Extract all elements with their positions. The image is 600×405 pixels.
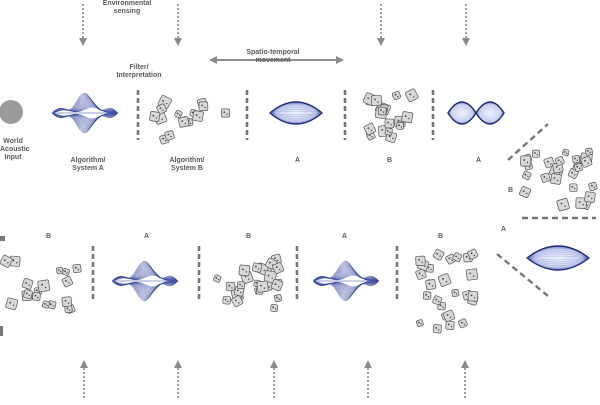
row2-tag-5: B [438,233,444,240]
branch-divider-up [507,123,549,161]
row2-tag-1: B [46,233,52,240]
dividers-layer [0,90,596,336]
pattern-b-cluster-branch [519,147,598,212]
branch-tag-b: B [508,187,514,194]
pattern-a-wave-3 [312,260,380,302]
arrows-layer [79,4,470,398]
row1-tag-a: A [295,157,301,164]
label-spatio-temporal-movement: Spatio-temporal movement [246,49,300,64]
row1-tag-b: B [387,157,393,164]
pattern-b-cluster-3 [0,254,82,314]
pattern-b-cluster-2 [362,88,419,143]
edge-mark-2 [0,326,3,336]
pattern-b-cluster-4 [213,253,285,312]
pattern-a-lens-1 [268,101,324,125]
pattern-b-cluster-1 [149,95,230,145]
edge-mark-1 [0,236,5,241]
pattern-a-wave-1 [51,92,119,134]
source-circle-icon [0,100,23,124]
pattern-b-cluster-5 [415,248,479,334]
pattern-a-double-lens-1 [447,101,505,125]
branch-tag-a: A [501,226,507,233]
row2-tag-2: A [144,233,150,240]
row2-tag-4: A [342,233,348,240]
label-environmental-sensing: Environmental sensing [102,0,152,15]
branch-divider-down [496,253,549,297]
label-filter-interpretation: Filter/ Interpretation [116,64,162,79]
patterns-layer [0,88,598,334]
row2-tag-3: B [246,233,252,240]
label-algorithm-system-b: Algorithm/ System B [169,157,205,172]
label-world-acoustic-input: World Acoustic Input [0,138,30,161]
pattern-a-wave-2 [111,260,179,302]
label-algorithm-system-a: Algorithm/ System A [70,157,106,172]
pattern-a-lens-branch [525,245,591,271]
row1-tag-a2: A [476,157,482,164]
